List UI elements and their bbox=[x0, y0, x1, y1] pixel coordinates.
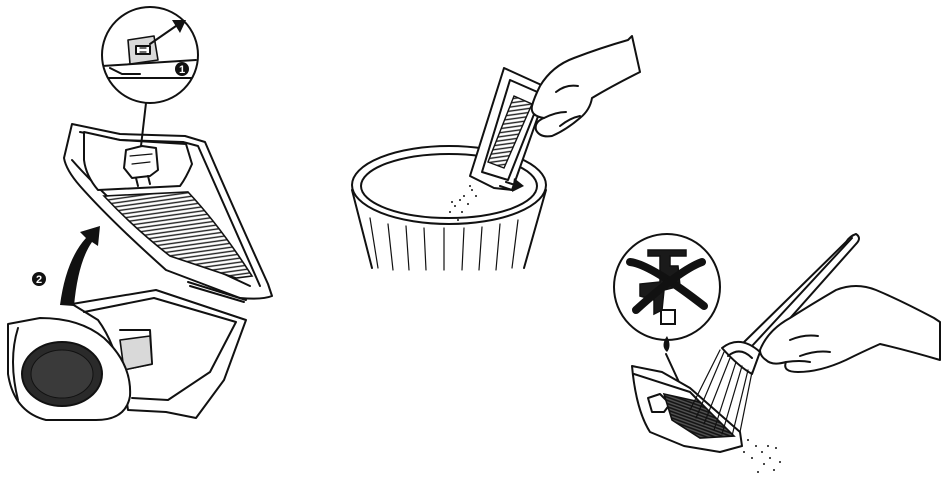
filter-latch bbox=[124, 146, 158, 178]
step-1-label: 1 bbox=[179, 64, 185, 76]
no-water-symbol bbox=[614, 234, 720, 352]
magnifier-latch-detail bbox=[102, 7, 200, 103]
filter-lid-small bbox=[632, 366, 742, 452]
step-1-badge: 1 bbox=[175, 62, 189, 76]
brushed-dust bbox=[743, 439, 781, 473]
filter-lid-group bbox=[64, 124, 272, 302]
dust-container bbox=[8, 290, 246, 420]
step-2-arrow bbox=[60, 226, 100, 306]
hand-holding-cartridge bbox=[532, 36, 640, 136]
step-2-badge: 2 bbox=[32, 272, 46, 286]
step-2-label: 2 bbox=[36, 274, 42, 286]
